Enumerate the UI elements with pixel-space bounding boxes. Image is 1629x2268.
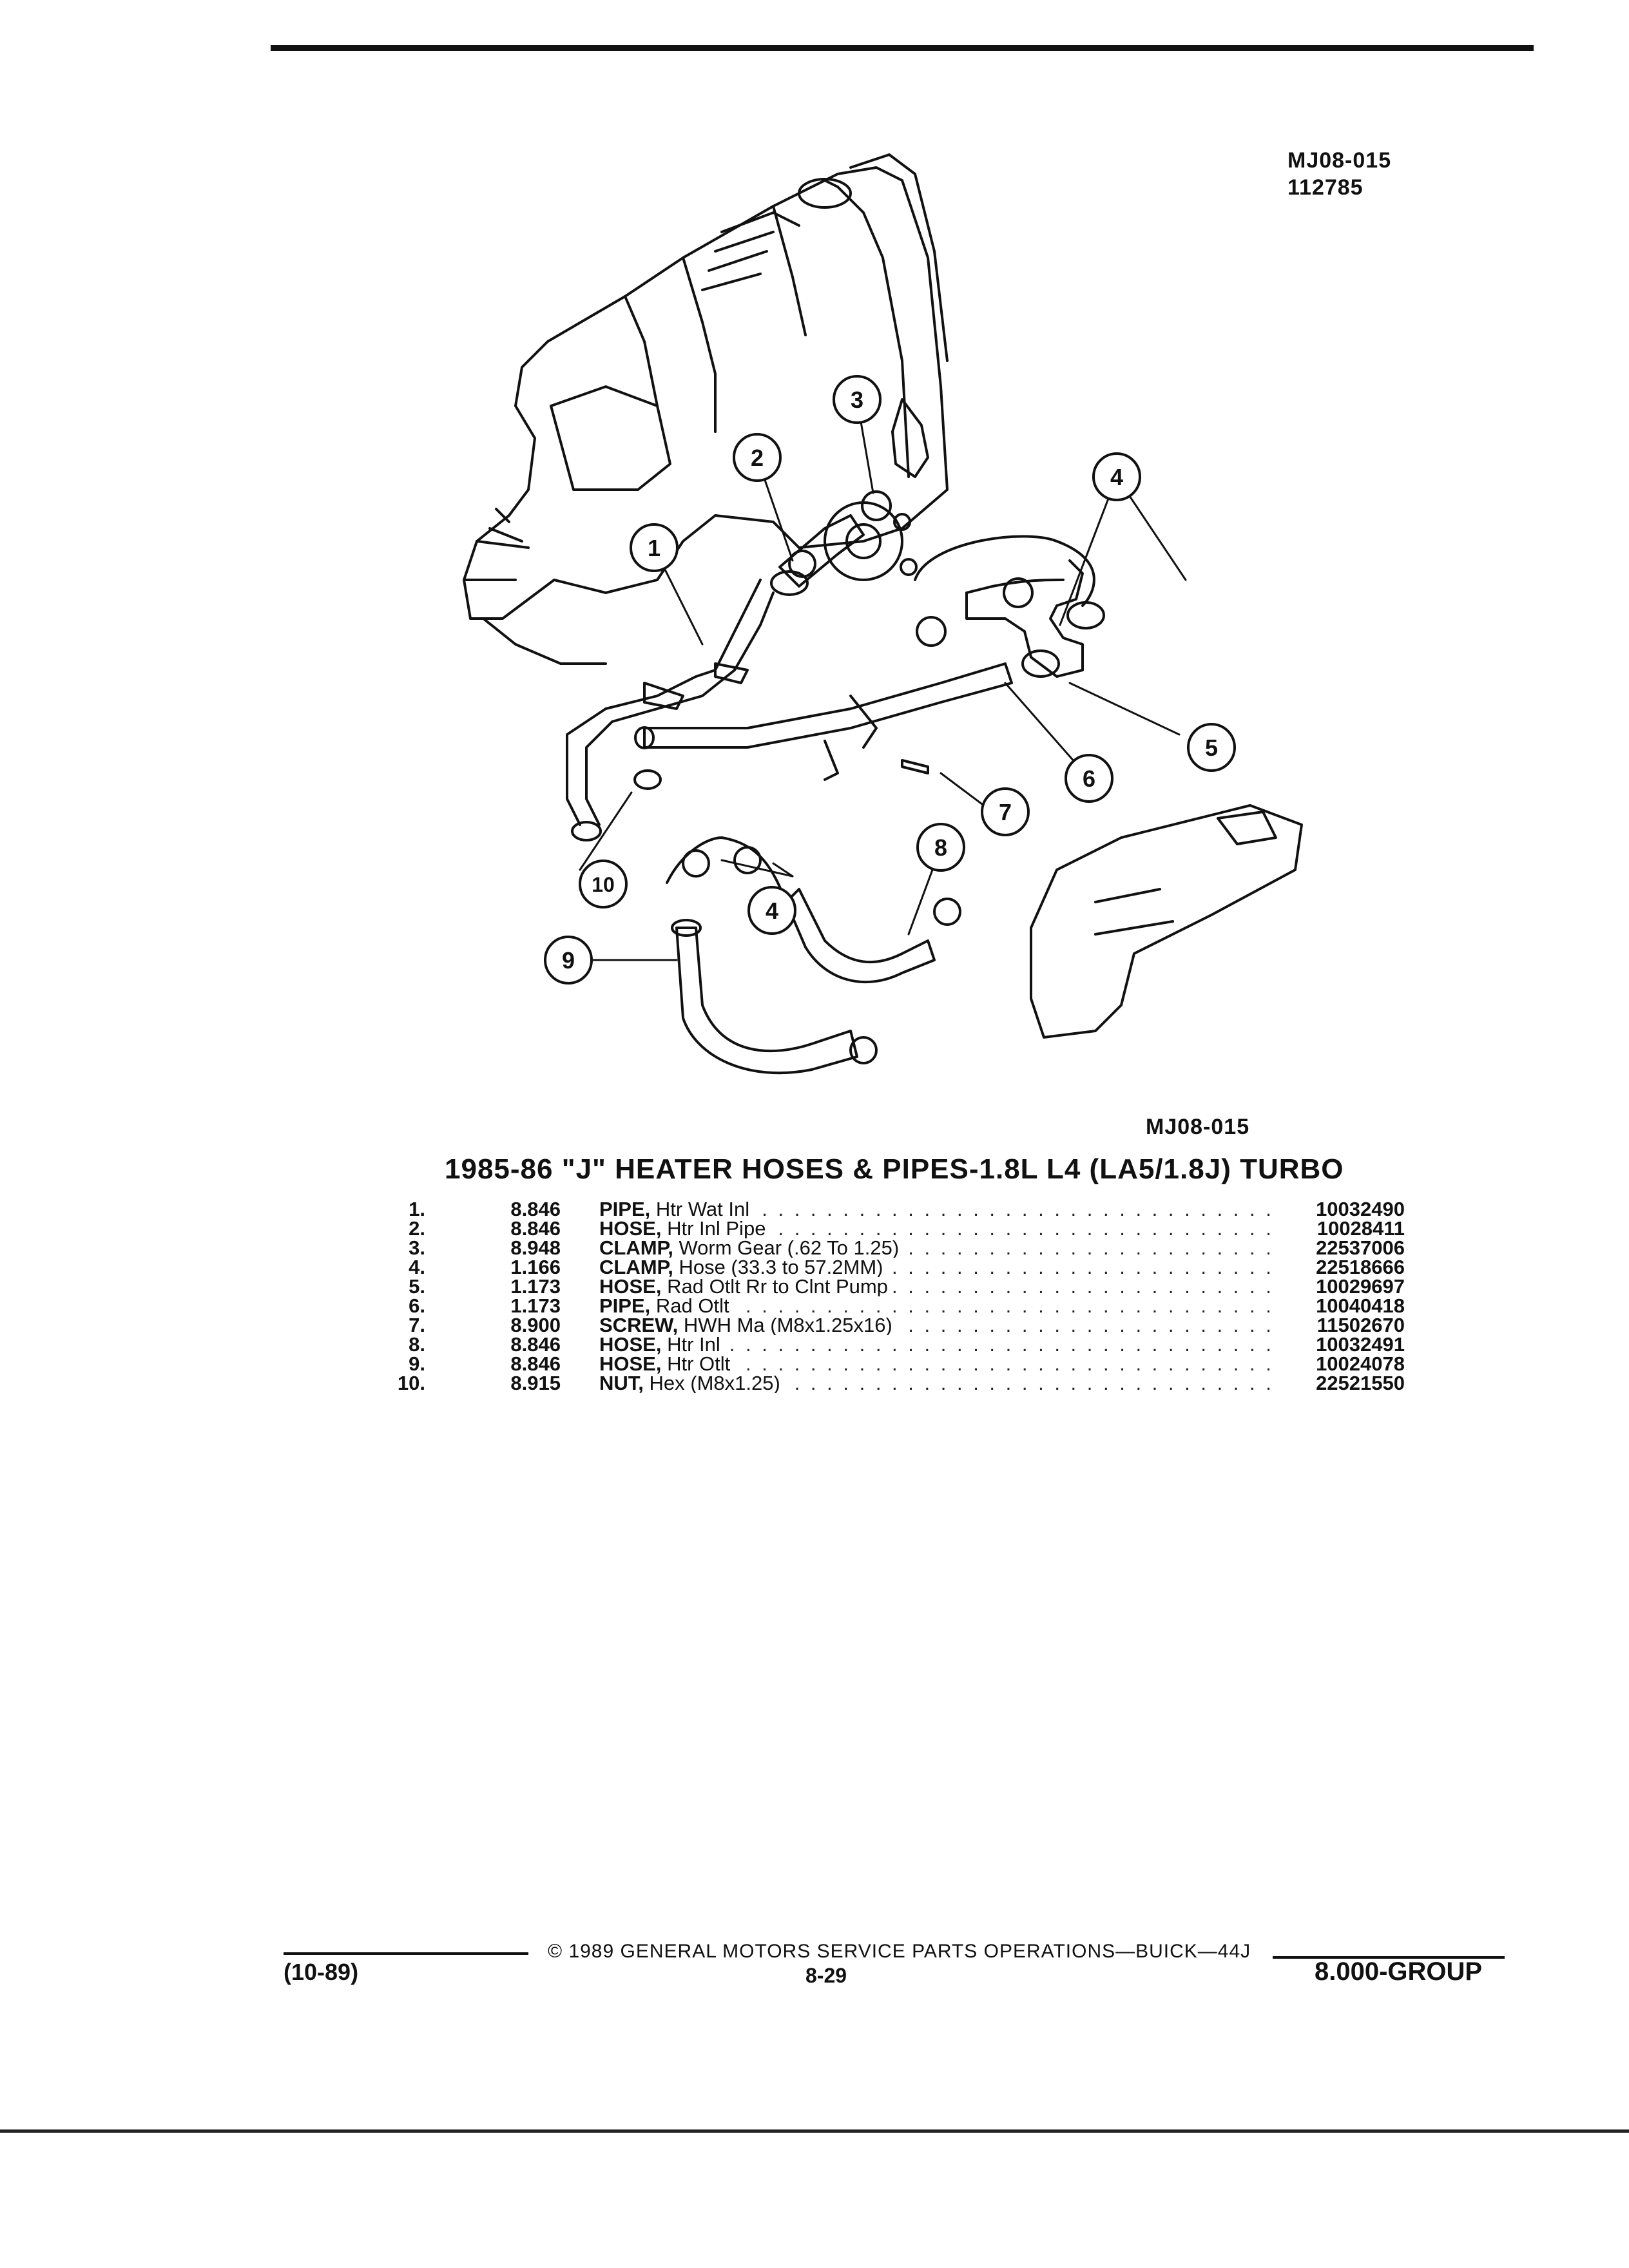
part-name: PIPE, [599, 1200, 651, 1219]
page-title: 1985-86 "J" HEATER HOSES & PIPES-1.8L L4… [445, 1153, 1344, 1185]
part-number: 22537006 [1316, 1236, 1405, 1259]
callout-5: 5 [1205, 735, 1218, 761]
list-item: 5. 1.173 . . . . . . . . . . . . . . . . .… [387, 1275, 1405, 1298]
part-detail: Htr Inl [667, 1335, 720, 1354]
part-name: CLAMP, [599, 1238, 673, 1258]
part-number: 10024078 [1316, 1352, 1405, 1375]
callout-4-lower: 4 [766, 898, 778, 924]
description: . . . . . . . . . . . . . . . . . . . . … [599, 1374, 1273, 1393]
part-detail: Htr Wat Inl [655, 1200, 750, 1219]
item-number: 3. [409, 1236, 425, 1259]
diagram-caption-code: MJ08-015 [1146, 1115, 1250, 1139]
list-item: 6. 1.173 . . . . . . . . . . . . . . . . .… [387, 1296, 1405, 1316]
part-name: HOSE, [599, 1335, 662, 1354]
engine-block [463, 153, 949, 665]
callout-8: 8 [934, 834, 947, 861]
callout-3: 3 [851, 387, 863, 413]
list-item: 8. 8.846 . . . . . . . . . . . . . . . . .… [387, 1333, 1405, 1356]
illustration-code: MJ08-015 [1287, 148, 1392, 173]
item-number: 10. [397, 1372, 425, 1394]
part-name: HOSE, [599, 1277, 662, 1296]
item-number: 8. [409, 1333, 425, 1356]
part-detail: Worm Gear (.62 To 1.25) [679, 1238, 900, 1258]
callout-10: 10 [592, 873, 615, 896]
part-number: 22518666 [1316, 1256, 1405, 1278]
part-detail: Rad Otlt [655, 1296, 729, 1316]
date-code: 112785 [1287, 175, 1364, 200]
description: . . . . . . . . . . . . . . . . . . . . … [599, 1316, 1273, 1335]
part-name: NUT, [599, 1374, 644, 1393]
description: . . . . . . . . . . . . . . . . . . . . … [599, 1219, 1273, 1238]
item-number: 9. [409, 1352, 425, 1375]
callout-markers [544, 375, 1236, 985]
part-number: 11502670 [1316, 1314, 1405, 1336]
footer-copyright: © 1989 GENERAL MOTORS SERVICE PARTS OPER… [548, 1941, 1251, 1962]
list-item: 7. 8.900 . . . . . . . . . . . . . . . . .… [387, 1314, 1405, 1336]
callout-1: 1 [648, 535, 660, 561]
item-number: 6. [409, 1294, 425, 1317]
callout-4-upper: 4 [1110, 464, 1123, 490]
group-number: 8.900 [510, 1314, 561, 1336]
description: . . . . . . . . . . . . . . . . . . . . … [599, 1277, 1273, 1296]
list-item: 9. 8.846 . . . . . . . . . . . . . . . . .… [387, 1354, 1405, 1374]
item-number: 5. [409, 1275, 425, 1298]
part-detail: Hex (M8x1.25) [649, 1374, 780, 1393]
coolant-hoses [566, 490, 1303, 1075]
callout-7: 7 [999, 799, 1012, 825]
part-number: 22521550 [1316, 1372, 1405, 1394]
footer-date: (10-89) [284, 1959, 359, 1985]
top-rule [271, 45, 1534, 51]
description: . . . . . . . . . . . . . . . . . . . . … [599, 1335, 1273, 1354]
list-item: 1. 8.846 . . . . . . . . . . . . . . . . .… [387, 1198, 1405, 1220]
description: . . . . . . . . . . . . . . . . . . . . … [599, 1354, 1273, 1374]
footer-rule-right [1273, 1956, 1505, 1959]
part-detail: Rad Otlt Rr to Clnt Pump [667, 1277, 888, 1296]
group-number: 8.846 [510, 1352, 561, 1375]
page-number: 8-29 [805, 1964, 847, 1987]
part-number: 10028411 [1316, 1217, 1405, 1240]
part-name: PIPE, [599, 1296, 651, 1316]
list-item: 2. 8.846 . . . . . . . . . . . . . . . . .… [387, 1217, 1405, 1240]
item-number: 7. [409, 1314, 425, 1336]
item-number: 2. [409, 1217, 425, 1240]
part-detail: HWH Ma (M8x1.25x16) [683, 1316, 892, 1335]
group-number: 1.166 [510, 1256, 561, 1278]
bottom-rule [0, 2129, 1629, 2133]
list-item: 4. 1.166 . . . . . . . . . . . . . . . . .… [387, 1256, 1405, 1278]
part-detail: Hose (33.3 to 57.2MM) [679, 1258, 883, 1277]
part-detail: Htr Otlt [667, 1354, 731, 1374]
group-number: 8.915 [510, 1372, 561, 1394]
group-number: 8.846 [510, 1198, 561, 1220]
description: . . . . . . . . . . . . . . . . . . . . … [599, 1296, 1273, 1316]
description: . . . . . . . . . . . . . . . . . . . . … [599, 1258, 1273, 1277]
description: . . . . . . . . . . . . . . . . . . . . … [599, 1200, 1273, 1219]
part-number: 10029697 [1316, 1275, 1405, 1298]
item-number: 1. [409, 1198, 425, 1220]
group-number: 8.846 [510, 1217, 561, 1240]
footer-group: 8.000-GROUP [1315, 1957, 1483, 1986]
part-name: SCREW, [599, 1316, 679, 1335]
list-item: 3. 8.948 . . . . . . . . . . . . . . . . .… [387, 1238, 1405, 1258]
part-name: HOSE, [599, 1354, 662, 1374]
list-item: 10. 8.915 . . . . . . . . . . . . . . . . … [387, 1372, 1405, 1394]
callout-6: 6 [1083, 765, 1095, 792]
part-number: 10040418 [1316, 1294, 1405, 1317]
parts-list: 1. 8.846 . . . . . . . . . . . . . . . . .… [387, 1198, 1405, 1394]
description: . . . . . . . . . . . . . . . . . . . . … [599, 1238, 1273, 1258]
callout-9: 9 [562, 947, 575, 974]
group-number: 1.173 [510, 1275, 561, 1298]
item-number: 4. [409, 1256, 425, 1278]
part-detail: Htr Inl Pipe [667, 1219, 766, 1238]
part-number: 10032490 [1316, 1198, 1405, 1220]
footer-rule-left [284, 1952, 528, 1955]
callout-2: 2 [751, 445, 764, 471]
group-number: 8.948 [510, 1236, 561, 1259]
group-number: 8.846 [510, 1333, 561, 1356]
part-name: CLAMP, [599, 1258, 673, 1277]
exploded-view-diagram: 1 2 3 4 4 5 6 7 8 9 10 [463, 153, 1303, 1075]
part-name: HOSE, [599, 1219, 662, 1238]
group-number: 1.173 [510, 1294, 561, 1317]
part-number: 10032491 [1316, 1333, 1405, 1356]
